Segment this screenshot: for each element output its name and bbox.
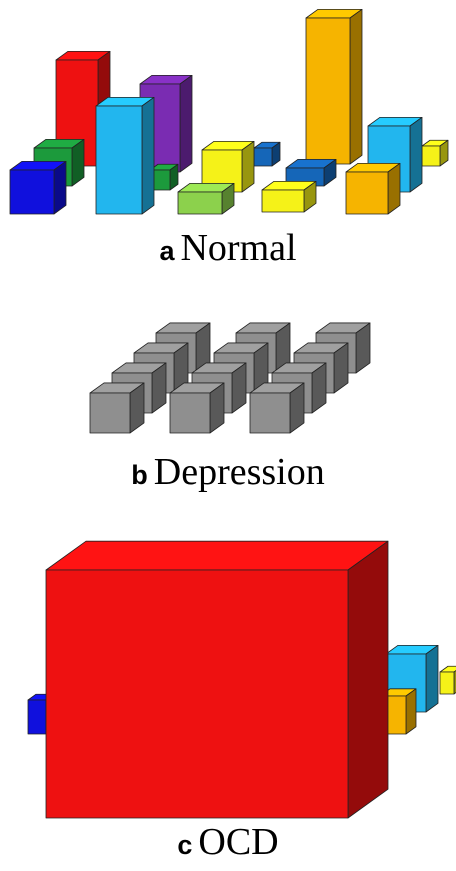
caption-label-ocd: OCD [198,821,279,863]
caption-letter-b: b [131,460,148,490]
caption-label-depression: Depression [153,451,325,493]
block-orange-tall-side-face [349,8,363,165]
block-yellow-flat [261,180,317,213]
block-green-small [149,163,179,191]
block-darkblue-small [253,141,281,167]
block-red-dominant-top-face [45,540,389,571]
block-lime-flat [177,182,235,215]
block-blue [9,160,67,215]
panel-a-normal-blocks [9,8,449,215]
block-cyan-right-side-face [409,116,423,193]
block-blue-edge-front-face [27,699,47,735]
gray-cube-r4-c2 [169,382,225,434]
block-blue-front-face [9,169,55,215]
block-yellow-front-face [201,149,243,193]
block-darkblue-small-front-face [253,147,273,167]
block-orange-small-front-face [345,171,389,215]
block-red-dominant [45,540,389,819]
block-cyan-edge-side-face [425,644,439,713]
block-yellow-small [421,139,449,167]
block-yellow [201,140,255,193]
block-yellow-side-face [241,140,255,193]
gray-cube-r4-c1 [89,382,145,434]
block-red-dominant-front-face [45,569,349,819]
block-yellow-small-front-face [421,145,441,167]
block-orange-tall-front-face [305,17,351,165]
block-green-side-face [71,138,85,187]
gray-cube-r4-c3-front-face [249,392,291,434]
block-orange-edge-side-face [405,688,417,735]
block-cyan-tall-front-face [95,105,143,215]
block-yellow-flat-front-face [261,189,305,213]
caption-label-normal: Normal [180,227,297,269]
block-purple-side-face [179,74,193,173]
block-cyan-tall [95,96,155,215]
block-red-dominant-side-face [347,540,389,819]
block-yellow-edge-top-face [439,665,456,673]
block-lime-flat-front-face [177,191,223,215]
caption-letter-c: c [177,830,193,860]
gray-cube-r4-c2-front-face [169,392,211,434]
block-orange-small [345,162,401,215]
block-orange-tall [305,8,363,165]
panel-c-ocd-blocks [27,540,456,819]
panel-b-depression-blocks [89,322,371,434]
block-orange-small-side-face [387,162,401,215]
block-blue-side-face [53,160,67,215]
gray-cube-r4-c3 [249,382,305,434]
block-cyan-tall-side-face [141,96,155,215]
caption-letter-a: a [159,236,175,266]
block-yellow-edge-front-face [439,671,455,695]
gray-cube-r4-c1-front-face [89,392,131,434]
block-yellow-edge [439,665,456,695]
